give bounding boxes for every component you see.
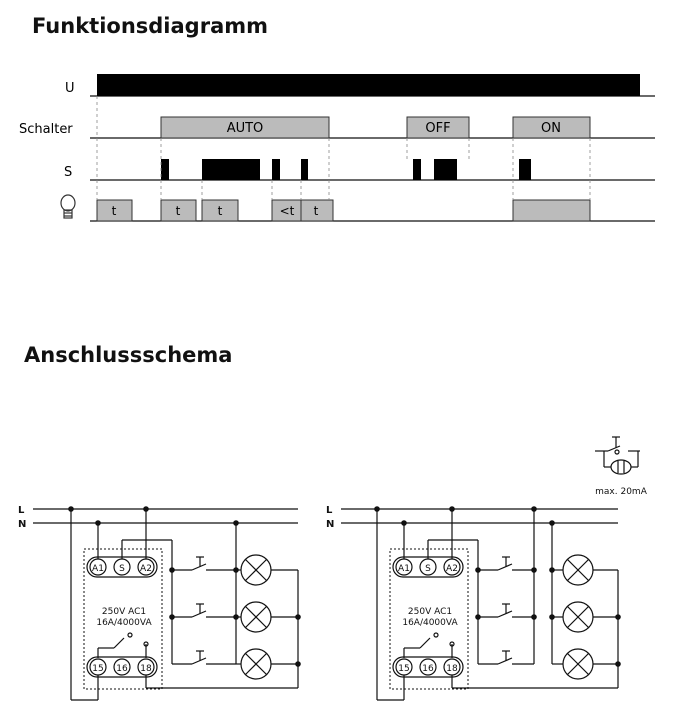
wiring-diagram-2: L N A1 S A2 250V AC1 16A/4000VA 15 16 18 (326, 505, 621, 701)
mode-auto (160, 116, 330, 139)
lamp-icon (552, 554, 618, 586)
s-pulse (519, 159, 531, 180)
push-button-switch (478, 556, 534, 571)
push-button-switch (478, 603, 534, 618)
s-pulse (301, 159, 308, 180)
s-pulse (434, 159, 457, 180)
time-label: t (218, 204, 223, 218)
mode-off-label: OFF (425, 121, 450, 136)
terminal-a2: A2 (446, 564, 458, 574)
lamp-interval (160, 199, 197, 222)
rating-voltage: 250V AC1 (102, 607, 146, 617)
line-label-l: L (326, 505, 333, 516)
heading-wiring-diagram: Anschlussschema (24, 343, 233, 367)
terminal-18: 18 (446, 664, 458, 674)
terminal-16: 16 (422, 664, 434, 674)
lamp-interval (201, 199, 239, 222)
s-pulse (202, 159, 260, 180)
device-outline (389, 548, 469, 690)
line-label-n: N (18, 519, 26, 530)
device-outline (83, 548, 163, 690)
time-label: t (314, 204, 319, 218)
terminal-a2: A2 (140, 564, 152, 574)
terminal-a1: A1 (92, 564, 104, 574)
mode-off (406, 116, 470, 139)
terminal-s: S (425, 564, 431, 574)
push-button-switch (478, 650, 534, 665)
mode-on-label: ON (541, 121, 561, 136)
lamp-icon (552, 601, 618, 633)
s-pulse (161, 159, 169, 180)
glow-current-label: max. 20mA (595, 487, 648, 497)
rating-voltage: 250V AC1 (408, 607, 452, 617)
lamp-icon (236, 554, 298, 586)
label-u: U (65, 81, 75, 96)
lamp-icon (552, 648, 618, 680)
time-label-less: <t (280, 204, 295, 218)
mode-on (512, 116, 591, 139)
push-button-switch (172, 556, 236, 571)
heading-function-diagram: Funktionsdiagramm (32, 14, 269, 38)
line-label-n: N (326, 519, 334, 530)
rating-power: 16A/4000VA (96, 618, 152, 628)
function-diagram: U Schalter S AUTO OFF ON (19, 74, 655, 222)
lamp-interval (300, 199, 334, 222)
relay-contact (419, 637, 431, 649)
terminal-a1: A1 (398, 564, 410, 574)
terminal-15: 15 (398, 664, 409, 674)
mode-auto-label: AUTO (227, 121, 264, 136)
time-label: t (176, 204, 181, 218)
s-pulse (272, 159, 280, 180)
s-pulses (161, 159, 531, 180)
bulb-icon (60, 194, 76, 219)
lamp-icon (236, 601, 298, 633)
terminal-block-bottom (86, 656, 158, 678)
label-s: S (64, 165, 72, 180)
guide-lines (96, 96, 591, 200)
terminal-16: 16 (116, 664, 128, 674)
lamp-interval (96, 199, 133, 222)
terminal-15: 15 (92, 664, 103, 674)
rating-power: 16A/4000VA (402, 618, 458, 628)
terminal-18: 18 (140, 664, 152, 674)
time-label: t (112, 204, 117, 218)
lamp-intervals (96, 199, 591, 222)
lamp-icon (236, 648, 298, 680)
wiring-diagram-1: L N A1 S A2 250V AC1 16A/4000VA 15 16 18 (18, 505, 301, 701)
s-pulse (413, 159, 421, 180)
terminal-s: S (119, 564, 125, 574)
push-button-switch (172, 650, 236, 665)
terminal-block-bottom (392, 656, 464, 678)
illuminated-push-button-icon (595, 436, 640, 475)
u-signal (97, 74, 640, 96)
lamp-interval (512, 199, 591, 222)
line-label-l: L (18, 505, 25, 516)
push-button-switch (172, 603, 236, 618)
relay-contact (113, 637, 125, 649)
label-schalter: Schalter (19, 122, 73, 137)
